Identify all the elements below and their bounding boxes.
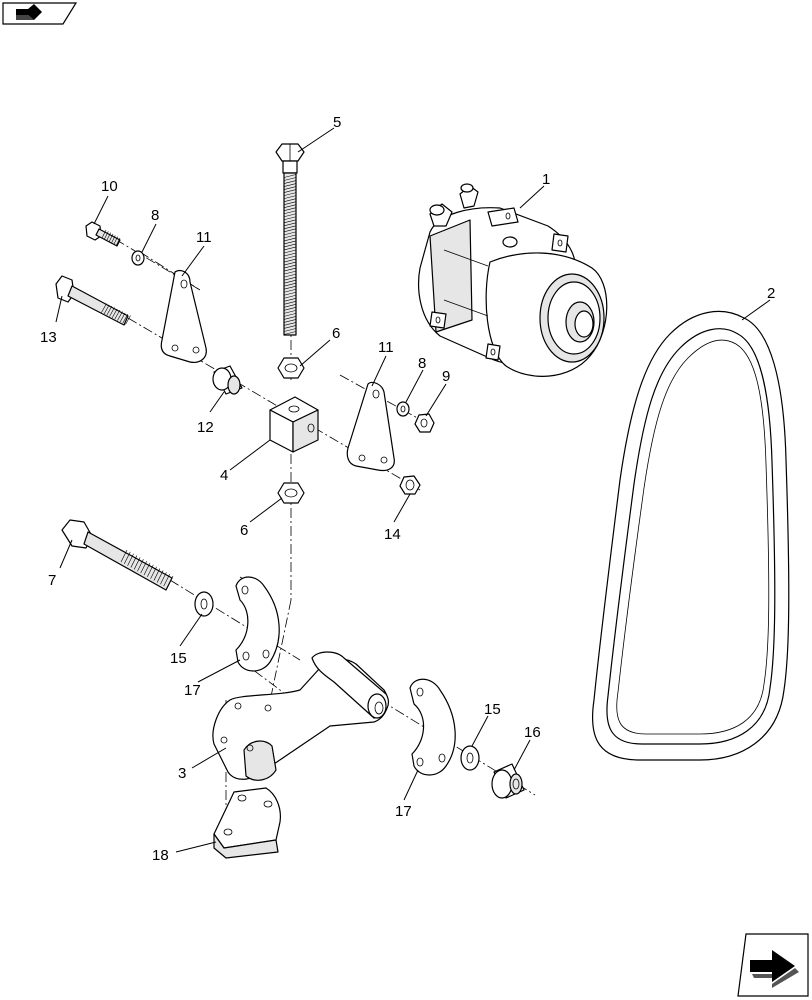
mounting-bracket-part-3: [212, 651, 389, 781]
callout-4: 4: [220, 467, 228, 484]
callout-7: 7: [48, 572, 56, 589]
callout-1: 1: [542, 171, 550, 188]
callout-5: 5: [333, 114, 341, 131]
bracket-part-11-left: [160, 269, 207, 363]
callout-14: 14: [384, 526, 401, 543]
callout-2: 2: [767, 285, 775, 302]
callout-11-left: 11: [196, 229, 212, 246]
bracket-part-11-right: [346, 381, 395, 472]
nut-part-9: [414, 413, 435, 433]
callout-labels: 1 2 3 4 5 6 6 7 8 8 9 10 11 11 12 13 14 …: [40, 114, 775, 864]
callout-11-right: 11: [378, 339, 394, 356]
callout-15-right: 15: [484, 701, 501, 718]
callout-6-upper: 6: [332, 325, 340, 342]
callout-18: 18: [152, 847, 169, 864]
washer-part-8-left: [131, 250, 145, 266]
washer-part-8-right: [396, 401, 410, 417]
plate-part-18: [213, 787, 281, 859]
callout-17-right: 17: [395, 803, 412, 820]
callout-12: 12: [197, 419, 214, 436]
callout-8-right: 8: [418, 355, 426, 372]
clamp-part-17-left: [235, 576, 280, 672]
compressor-part-1: [418, 183, 608, 377]
bolt-part-13: [55, 275, 131, 326]
callout-17-left: 17: [184, 682, 201, 699]
washer-part-15-left: [194, 591, 214, 617]
short-bolt-part-10: [85, 221, 121, 247]
callout-8-left: 8: [151, 207, 159, 224]
callout-6-lower: 6: [240, 522, 248, 539]
callout-3: 3: [178, 765, 186, 782]
nut-part-14: [399, 475, 421, 495]
long-bolt-part-5: [275, 143, 305, 336]
nut-part-6-lower: [277, 482, 305, 504]
callout-10: 10: [101, 178, 118, 195]
belt-part-2: [591, 310, 790, 761]
callout-16: 16: [524, 724, 541, 741]
washer-part-15-right: [460, 745, 480, 771]
clamp-part-17-right: [409, 678, 456, 776]
spacer-part-16: [491, 763, 525, 799]
leader-lines: [55, 127, 771, 853]
callout-9: 9: [442, 368, 450, 385]
large-bolt-part-7: [61, 519, 174, 591]
callout-13: 13: [40, 329, 57, 346]
spacer-part-12: [212, 365, 243, 395]
block-part-4: [269, 396, 319, 453]
callout-15-left: 15: [170, 650, 187, 667]
next-page-arrow-icon[interactable]: [737, 933, 809, 997]
nut-part-6-upper: [277, 357, 305, 379]
book-pointer-icon[interactable]: [2, 2, 78, 25]
